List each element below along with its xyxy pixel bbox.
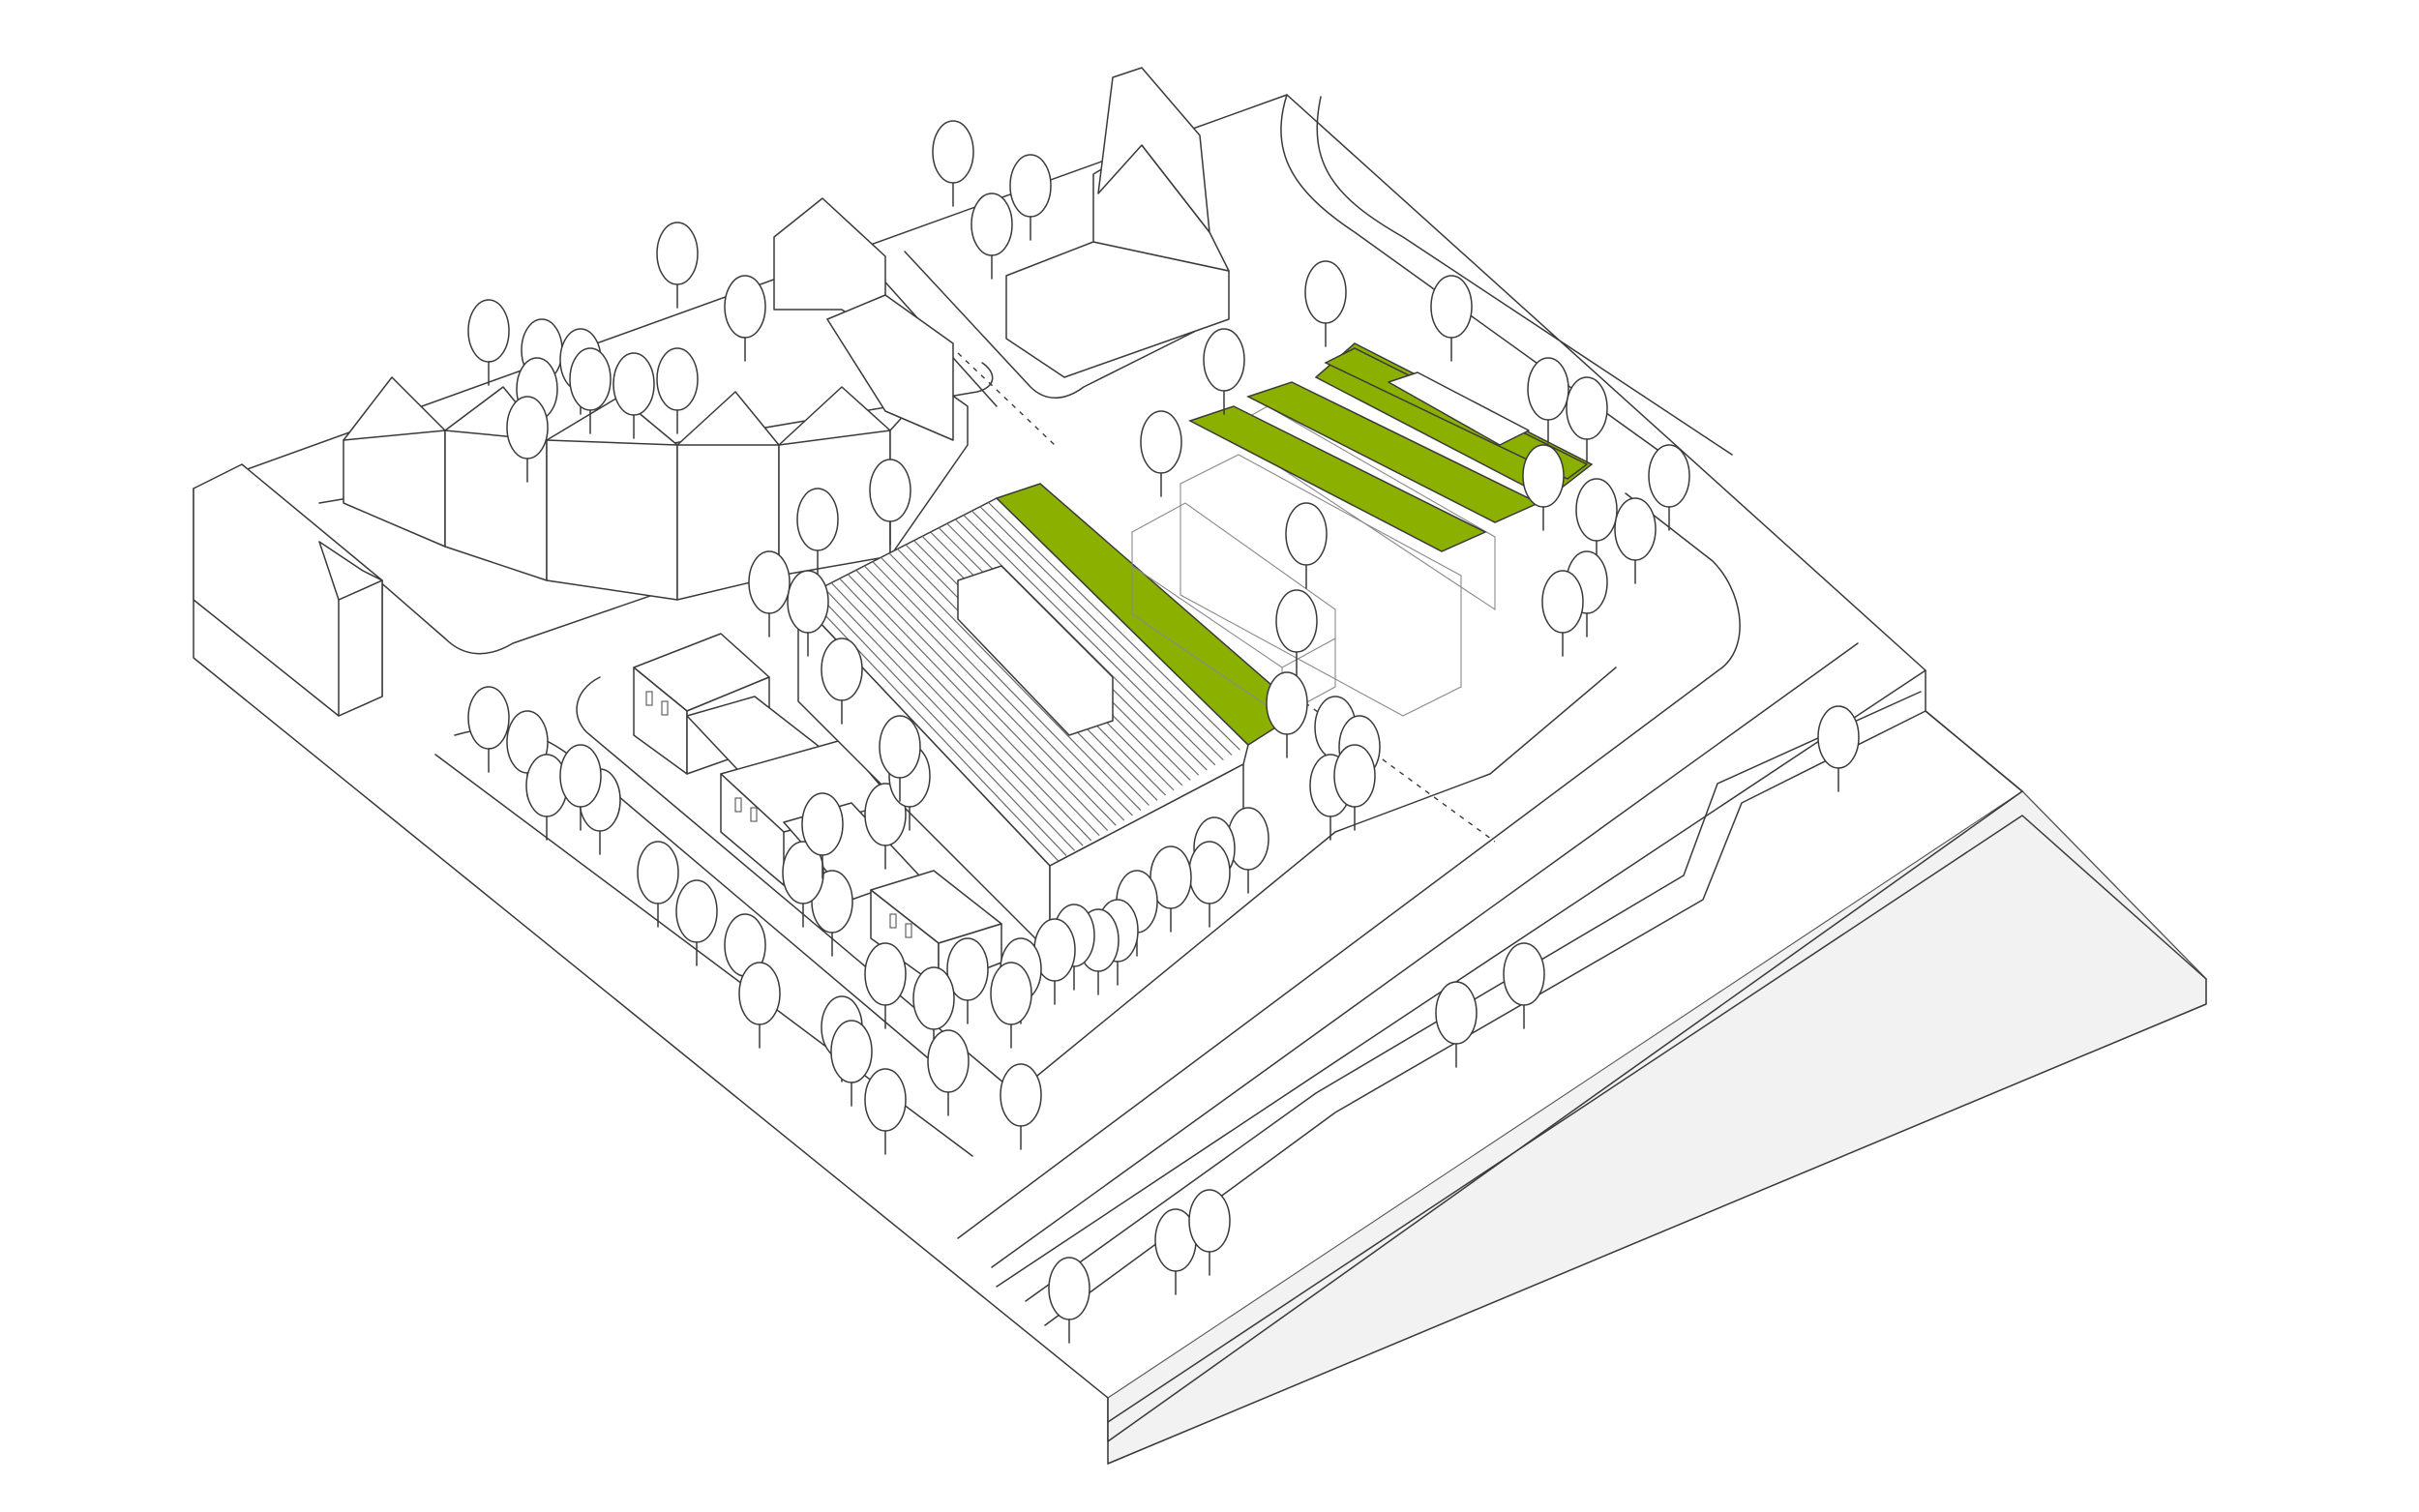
roof-stripe xyxy=(888,552,1142,812)
tree xyxy=(1541,570,1584,657)
houses-north xyxy=(773,67,1230,441)
roof-stripe xyxy=(988,501,1240,751)
tree xyxy=(467,299,510,386)
tree xyxy=(1000,1063,1042,1150)
roof-stripe xyxy=(822,586,1076,851)
roof-stripe xyxy=(830,582,1084,846)
green-roof-bar-1 xyxy=(1188,405,1487,552)
tree xyxy=(1048,1257,1090,1344)
tree xyxy=(724,275,766,362)
tree xyxy=(506,396,549,483)
tree xyxy=(879,715,921,802)
road-riverside xyxy=(1044,710,1926,1326)
tree xyxy=(1435,981,1478,1068)
tree xyxy=(637,841,679,928)
road-east-curve xyxy=(1280,94,1665,456)
tree xyxy=(990,962,1032,1049)
axis-line xyxy=(957,352,1056,446)
block-inner-edge xyxy=(576,667,1617,1094)
tree xyxy=(1614,497,1657,584)
tree xyxy=(1333,744,1376,831)
tree xyxy=(738,962,781,1049)
tree xyxy=(1566,376,1608,463)
tree xyxy=(927,1029,970,1116)
terrace-houses-west xyxy=(193,376,969,717)
tree xyxy=(1503,942,1545,1029)
tree xyxy=(559,744,602,831)
tree xyxy=(864,1068,907,1155)
main-hall xyxy=(797,483,1303,954)
tree xyxy=(971,193,1013,280)
roof-stripe xyxy=(971,510,1224,761)
tree xyxy=(1009,154,1052,241)
tree xyxy=(748,550,791,637)
tree xyxy=(675,879,718,966)
road-north xyxy=(904,251,1201,399)
road-main xyxy=(957,492,1741,1239)
tree xyxy=(1188,1189,1231,1276)
tree xyxy=(830,1020,873,1107)
roof-stripe xyxy=(963,515,1216,766)
tree xyxy=(932,120,974,207)
tree xyxy=(1266,671,1308,758)
tree xyxy=(1140,410,1182,497)
tree xyxy=(1817,705,1860,792)
tree xyxy=(612,352,655,439)
tree xyxy=(796,488,839,575)
tree xyxy=(1522,444,1565,531)
roof-stripe xyxy=(814,590,1067,856)
tree xyxy=(782,841,824,928)
roof-stripe xyxy=(880,556,1133,816)
roof-stripes xyxy=(806,501,1240,862)
tree xyxy=(1203,328,1245,415)
roof-stripe xyxy=(979,506,1233,756)
roof-stripe xyxy=(855,569,1109,831)
roof-stripe xyxy=(847,574,1100,837)
tree xyxy=(1275,589,1318,676)
tree xyxy=(656,347,699,434)
tree xyxy=(787,570,829,657)
tree xyxy=(656,222,699,309)
tree xyxy=(569,347,612,434)
tree xyxy=(1527,357,1569,444)
roof-skylight xyxy=(1388,371,1530,446)
tree xyxy=(946,937,989,1024)
tree xyxy=(467,686,510,773)
tree xyxy=(1575,478,1618,565)
tree xyxy=(869,459,911,546)
tree xyxy=(1285,502,1328,589)
tree xyxy=(1430,275,1473,362)
trees xyxy=(467,120,1860,1344)
tree xyxy=(1648,444,1690,531)
road-west xyxy=(318,362,994,504)
tree xyxy=(1304,260,1347,347)
roof-stripe xyxy=(839,578,1092,842)
roof-stripe xyxy=(872,561,1125,821)
roof-stripe xyxy=(863,565,1117,826)
tree xyxy=(821,637,863,725)
tree xyxy=(801,792,844,879)
tree xyxy=(864,942,907,1029)
green-roofs-east xyxy=(1188,342,1594,552)
